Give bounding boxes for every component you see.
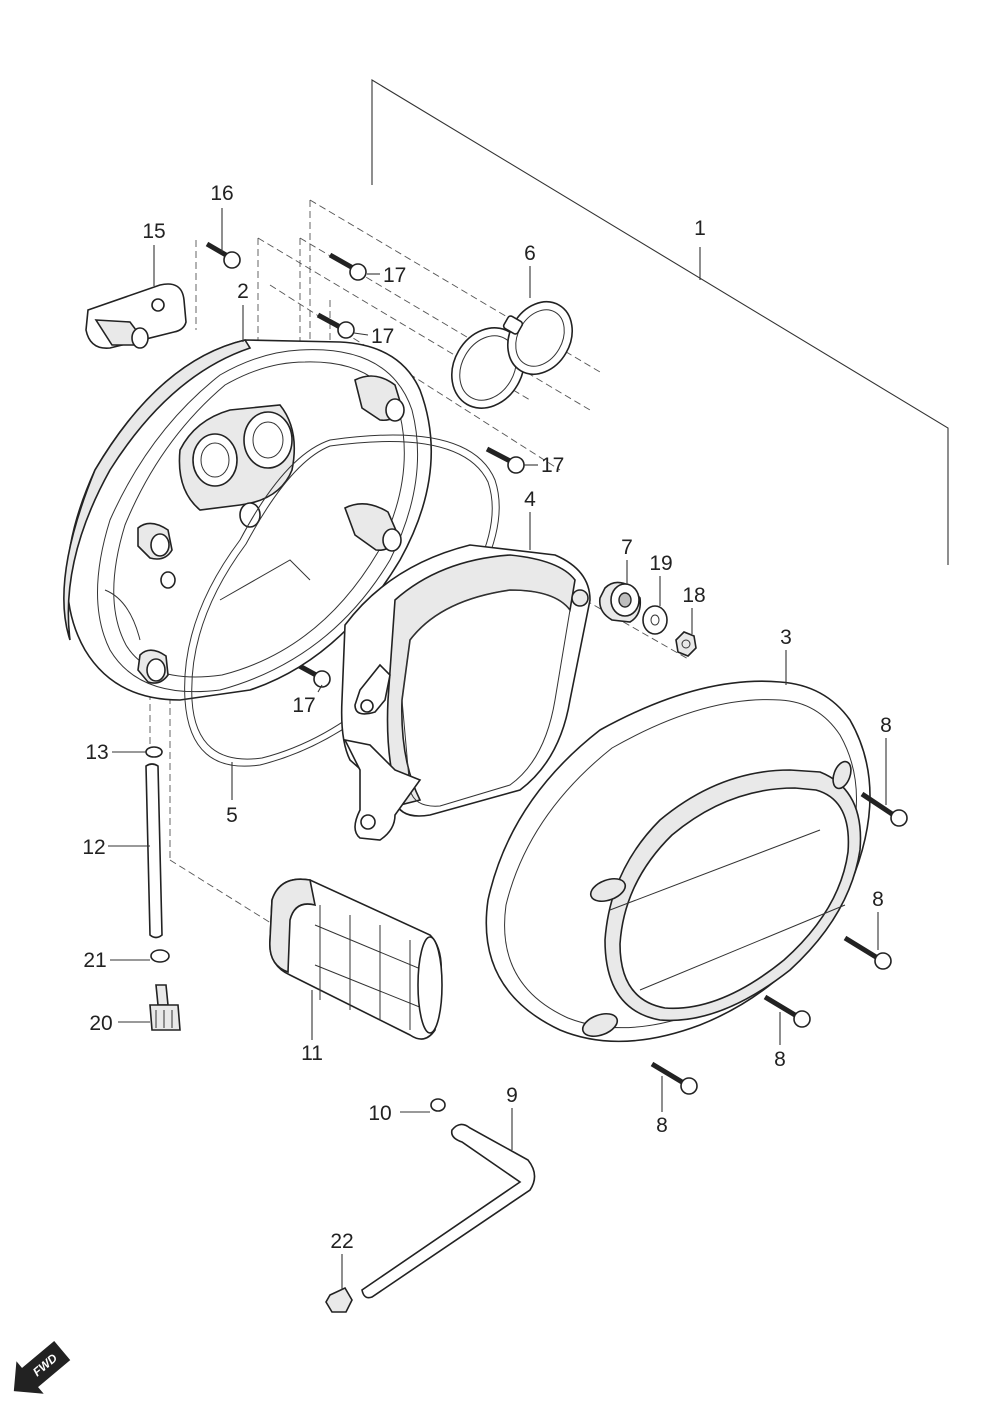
callout-8-a: 8	[880, 714, 892, 737]
part-12-13-20-21-drain	[145, 746, 181, 1031]
callout-17-a: 17	[383, 264, 406, 287]
part-11-tube	[269, 878, 443, 1040]
callout-7: 7	[621, 536, 633, 559]
fwd-arrow: FWD	[13, 1340, 71, 1394]
callout-20: 20	[89, 1012, 112, 1035]
part-19-washer	[642, 605, 668, 635]
part-2-case	[63, 339, 433, 701]
callout-labels: 1 16 15 2 17 17 17 17 6 4 7 19 18 3 8 8 …	[82, 182, 892, 1253]
callout-5: 5	[226, 804, 238, 827]
part-18-nut	[675, 631, 697, 657]
part-16-bolt	[205, 241, 241, 269]
callout-12: 12	[82, 836, 105, 859]
part-5-gasket	[184, 434, 500, 767]
callout-3: 3	[780, 626, 792, 649]
callout-8-b: 8	[872, 888, 884, 911]
callout-8-d: 8	[656, 1114, 668, 1137]
callout-15: 15	[142, 220, 165, 243]
callout-9: 9	[506, 1084, 518, 1107]
callout-17-c: 17	[541, 454, 564, 477]
part-8-bolts	[650, 791, 908, 1095]
callout-22: 22	[330, 1230, 353, 1253]
callout-6: 6	[524, 242, 536, 265]
callout-18: 18	[682, 584, 705, 607]
callout-11: 11	[301, 1042, 323, 1065]
part-9-10-22-breather	[325, 1098, 536, 1313]
callout-10: 10	[368, 1102, 391, 1125]
part-3-cover	[485, 680, 871, 1043]
callout-19: 19	[649, 552, 672, 575]
callout-8-c: 8	[774, 1048, 786, 1071]
part-7-grommet	[598, 581, 642, 623]
assembly-bracket	[371, 79, 949, 565]
leader-lines	[108, 208, 887, 1290]
part-4-filter-element	[340, 544, 591, 841]
callout-16: 16	[210, 182, 233, 205]
callout-2: 2	[237, 280, 249, 303]
callout-4: 4	[524, 488, 536, 511]
callout-21: 21	[83, 949, 106, 972]
part-6-seal	[451, 301, 573, 409]
callout-17-d: 17	[292, 694, 315, 717]
callout-13: 13	[85, 741, 108, 764]
callout-17-b: 17	[371, 325, 394, 348]
part-15-bracket	[85, 283, 187, 349]
callout-1: 1	[694, 217, 706, 240]
